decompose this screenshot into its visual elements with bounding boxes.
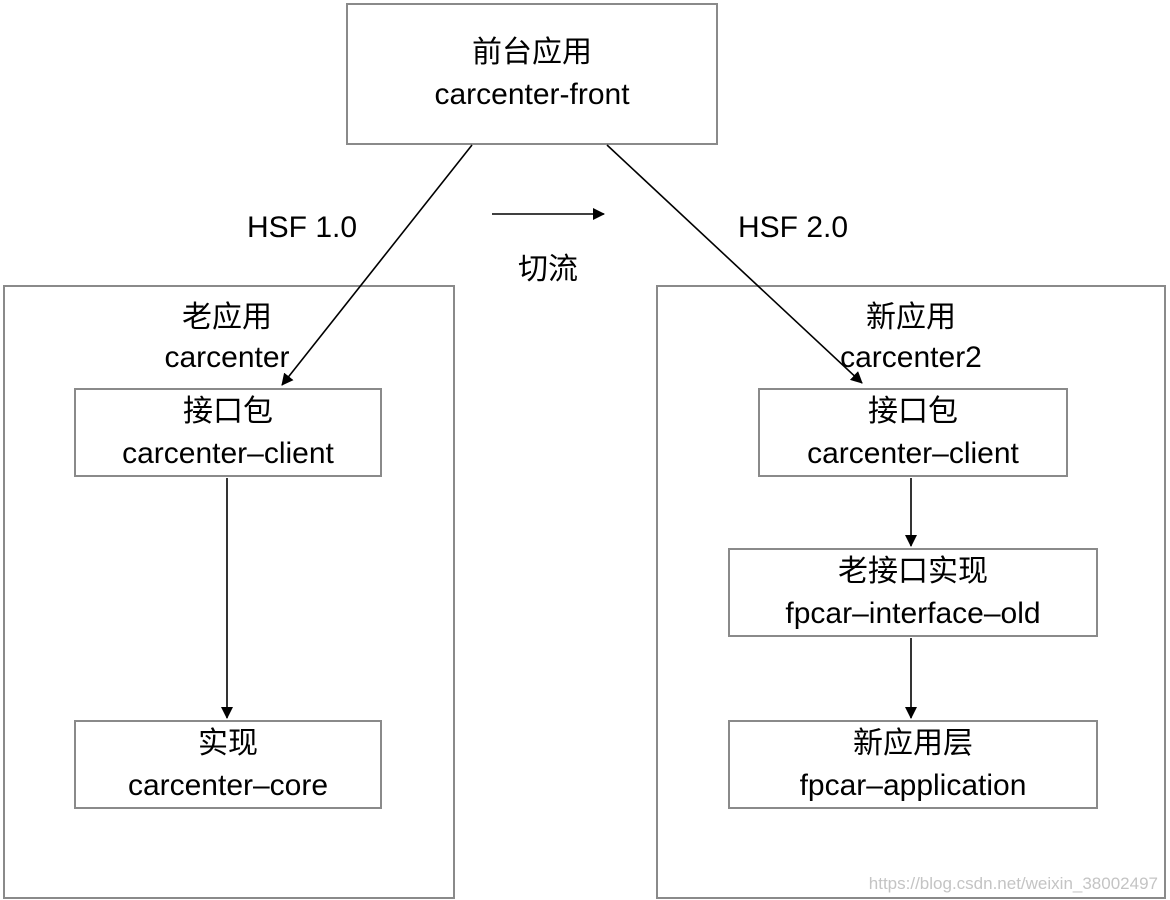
new-app-name: carcenter2	[840, 341, 982, 374]
front-app-title: 前台应用	[472, 36, 592, 69]
new-old-impl-name: fpcar–interface–old	[785, 596, 1041, 630]
new-old-impl-box: 老接口实现 fpcar–interface–old	[728, 548, 1098, 637]
hsf2-label: HSF 2.0	[738, 211, 849, 244]
old-impl-name: carcenter–core	[127, 768, 329, 802]
old-client-title: 接口包	[183, 394, 273, 428]
switch-label: 切流	[518, 253, 578, 286]
new-app-layer-box: 新应用层 fpcar–application	[728, 720, 1098, 809]
new-old-impl-title: 老接口实现	[838, 554, 988, 588]
new-app-layer-name: fpcar–application	[799, 768, 1027, 802]
old-client-name: carcenter–client	[122, 436, 334, 470]
new-client-box: 接口包 carcenter–client	[758, 388, 1068, 477]
old-client-box: 接口包 carcenter–client	[74, 388, 382, 477]
new-app-title: 新应用	[866, 301, 956, 334]
new-client-name: carcenter–client	[807, 436, 1019, 470]
front-app-box: 前台应用 carcenter-front	[346, 3, 718, 145]
new-client-title: 接口包	[868, 394, 958, 428]
new-app-layer-title: 新应用层	[853, 726, 973, 760]
old-app-title: 老应用	[182, 301, 272, 334]
hsf1-label: HSF 1.0	[247, 211, 358, 244]
front-app-name: carcenter-front	[434, 78, 630, 111]
watermark: https://blog.csdn.net/weixin_38002497	[868, 874, 1158, 893]
old-app-name: carcenter	[164, 341, 290, 374]
old-impl-box: 实现 carcenter–core	[74, 720, 382, 809]
old-impl-title: 实现	[198, 726, 258, 760]
